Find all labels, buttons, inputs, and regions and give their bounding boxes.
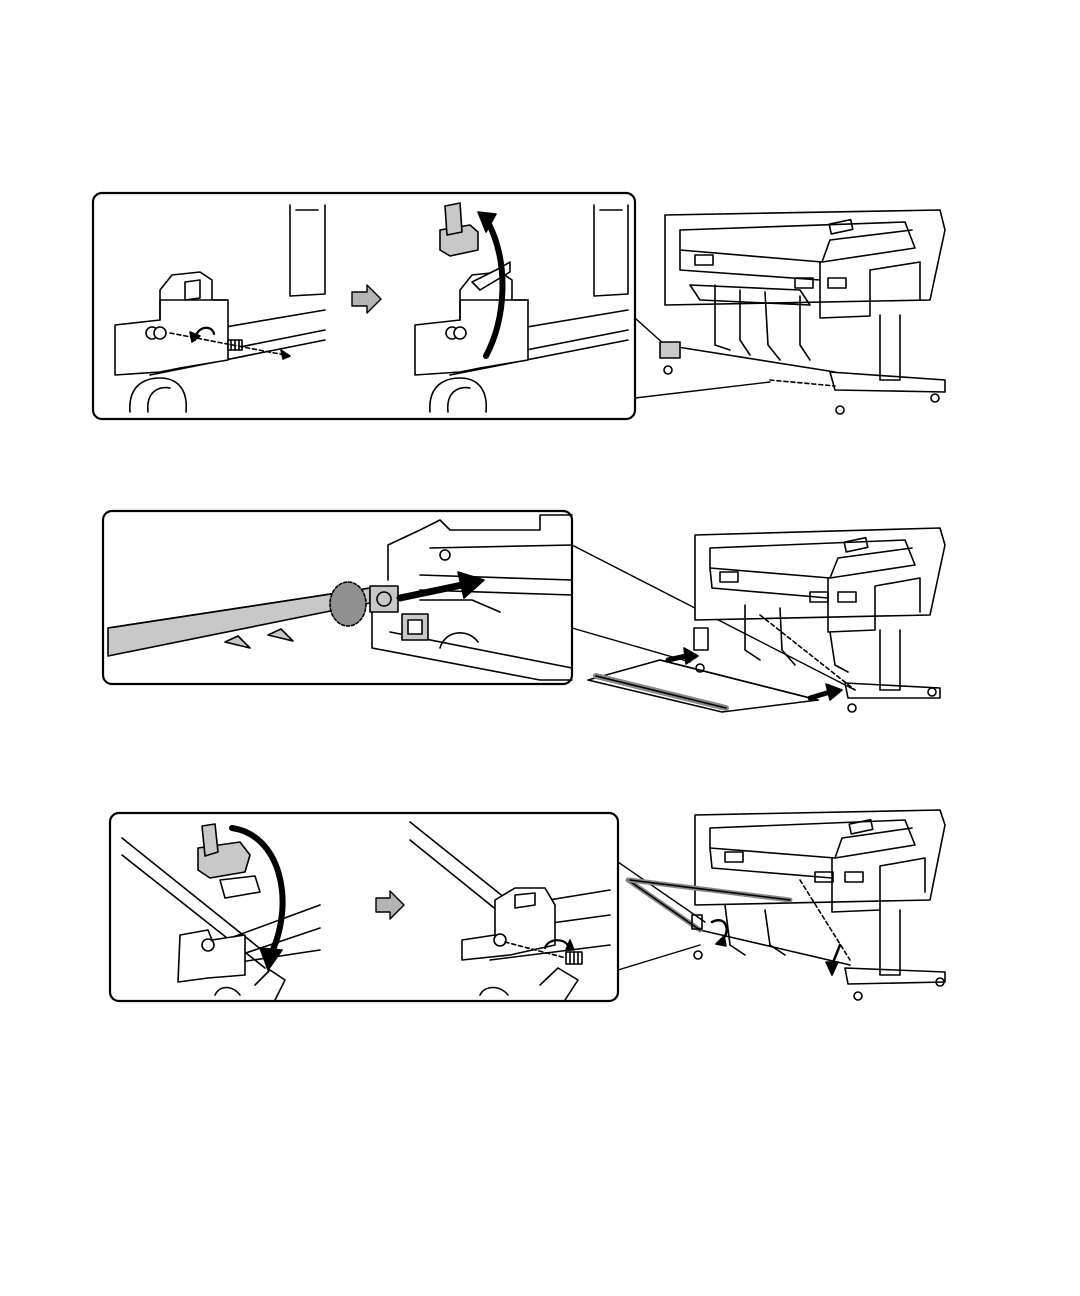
step-3-illustration (110, 810, 945, 1001)
printer-icon (628, 810, 945, 1000)
screw-icon (566, 952, 582, 964)
step-1-middle-detail (415, 203, 628, 412)
step-2-illustration (103, 511, 945, 712)
next-step-arrow-icon (376, 891, 404, 919)
step-1-illustration (93, 193, 945, 419)
next-step-arrow-icon (352, 285, 381, 313)
step-2-detail (108, 515, 572, 680)
printer-icon (588, 528, 945, 712)
step-3-left-detail (122, 824, 320, 1000)
step-1-left-detail (115, 205, 325, 412)
printer-icon (660, 210, 945, 414)
step-3-middle-detail (410, 822, 610, 1000)
